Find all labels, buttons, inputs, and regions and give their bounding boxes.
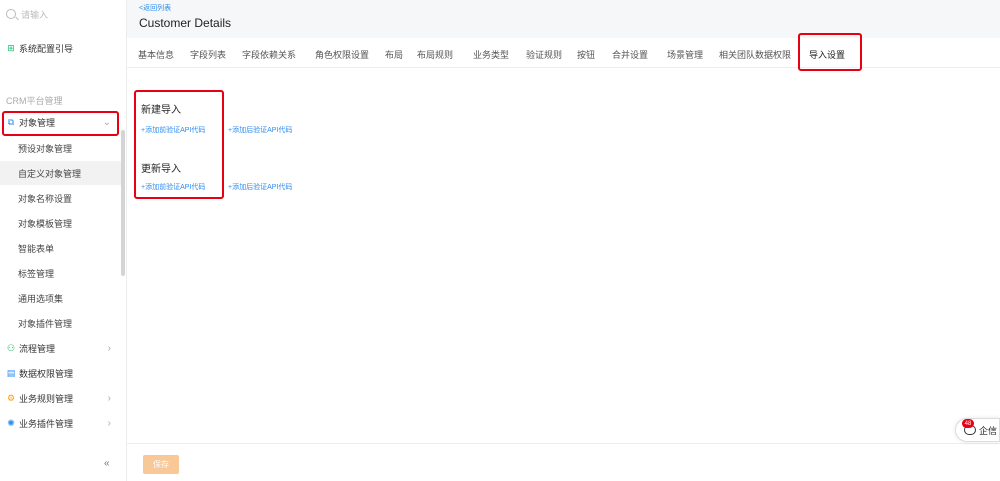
tab-basic-info[interactable]: 基本信息: [138, 50, 175, 60]
search-icon: [6, 9, 16, 19]
highlight-box: [134, 90, 224, 199]
notification-badge: 48: [962, 419, 974, 428]
object-icon: ⧉: [7, 116, 15, 127]
tab-layout[interactable]: 布局: [385, 50, 404, 60]
main-content: <返回列表 Customer Details 基本信息 字段列表 字段依赖关系 …: [127, 0, 1000, 481]
sidebar-subitem[interactable]: 通用选项集: [18, 293, 64, 304]
add-post-validation-link[interactable]: +添加后验证API代码: [228, 184, 293, 191]
page-title: Customer Details: [139, 16, 232, 30]
update-import-title: 更新导入: [141, 164, 181, 175]
add-post-validation-link[interactable]: +添加后验证API代码: [228, 127, 293, 134]
sidebar-item-label: 业务规则管理: [19, 393, 74, 404]
highlight-box: [798, 33, 862, 71]
sidebar-item-label: 流程管理: [19, 343, 56, 354]
sidebar-subitem[interactable]: 对象模板管理: [18, 218, 73, 229]
tab-buttons[interactable]: 按钮: [577, 50, 596, 60]
sidebar-item-data-permission[interactable]: ▤ 数据权限管理: [0, 361, 127, 385]
tab-layout-rules[interactable]: 布局规则: [417, 50, 454, 60]
tab-validation-rules[interactable]: 验证规则: [526, 50, 563, 60]
save-button[interactable]: 保存: [143, 455, 179, 474]
tab-field-list[interactable]: 字段列表: [190, 50, 227, 60]
highlight-box: [2, 111, 119, 136]
sidebar-subitem[interactable]: 智能表单: [18, 243, 55, 254]
chat-widget[interactable]: 企信: [955, 418, 1000, 442]
back-to-list-link[interactable]: <返回列表: [139, 5, 172, 12]
chevron-down-icon: ⌄: [102, 116, 111, 128]
sidebar-item-label: 业务插件管理: [19, 418, 74, 429]
tab-scene-mgmt[interactable]: 场景管理: [667, 50, 704, 60]
sidebar-item-label: 系统配置引导: [19, 43, 74, 54]
tab-merge-settings[interactable]: 合并设置: [612, 50, 649, 60]
flow-icon: ⚇: [6, 342, 16, 353]
sidebar-scrollbar[interactable]: [121, 130, 125, 276]
sidebar-item-label: 数据权限管理: [19, 368, 74, 379]
footer-bar: 保存: [127, 443, 1000, 481]
collapse-sidebar-icon[interactable]: «: [104, 458, 110, 469]
search-input[interactable]: 请输入: [21, 9, 49, 20]
plugin-icon: ✺: [7, 417, 15, 428]
tab-role-permission[interactable]: 角色权限设置: [315, 50, 370, 60]
sidebar-item-flow[interactable]: ⚇ 流程管理 ›: [0, 336, 127, 360]
section-label: CRM平台管理: [6, 96, 63, 106]
sidebar-item-business-rules[interactable]: ⚙ 业务规则管理 ›: [0, 386, 127, 410]
sidebar-subitem[interactable]: 自定义对象管理: [0, 161, 121, 185]
sidebar-subitem[interactable]: 对象插件管理: [18, 318, 73, 329]
tab-bar: 基本信息 字段列表 字段依赖关系 角色权限设置 布局 布局规则 业务类型 验证规…: [127, 38, 1000, 68]
tab-field-dependency[interactable]: 字段依赖关系: [242, 50, 297, 60]
rules-icon: ⚙: [6, 392, 16, 403]
sidebar-item-object-mgmt[interactable]: ⧉ 对象管理 ⌄: [0, 110, 127, 134]
tab-import-settings[interactable]: 导入设置: [809, 50, 846, 60]
sidebar-item-plugins[interactable]: ✺ 业务插件管理 ›: [0, 411, 127, 435]
add-pre-validation-link[interactable]: +添加前验证API代码: [141, 184, 206, 191]
sidebar-subitem[interactable]: 对象名称设置: [18, 193, 73, 204]
page-header: <返回列表 Customer Details: [127, 0, 1000, 38]
sidebar: 请输入 ⊞ 系统配置引导 CRM平台管理 ⧉ 对象管理 ⌄ 预设对象管理 自定义…: [0, 0, 127, 481]
chevron-right-icon: ›: [107, 417, 111, 429]
sidebar-subitem[interactable]: 预设对象管理: [18, 143, 73, 154]
permission-icon: ▤: [6, 367, 16, 378]
chat-label: 企信: [979, 425, 998, 436]
tab-business-type[interactable]: 业务类型: [473, 50, 510, 60]
sidebar-subitem[interactable]: 标签管理: [18, 268, 55, 279]
new-import-title: 新建导入: [141, 105, 181, 116]
add-pre-validation-link[interactable]: +添加前验证API代码: [141, 127, 206, 134]
chevron-right-icon: ›: [107, 392, 111, 404]
guide-icon: ⊞: [7, 42, 15, 53]
sidebar-item-guide[interactable]: ⊞ 系统配置引导: [0, 36, 127, 60]
tab-team-permission[interactable]: 相关团队数据权限: [719, 50, 792, 60]
sidebar-item-label: 对象管理: [19, 117, 56, 128]
search-box[interactable]: 请输入: [6, 6, 120, 22]
chevron-right-icon: ›: [107, 342, 111, 354]
